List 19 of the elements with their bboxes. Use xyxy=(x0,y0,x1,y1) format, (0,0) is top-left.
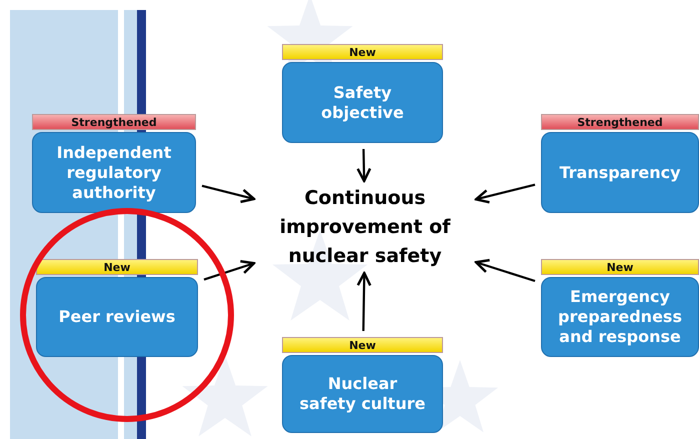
status-tag: New xyxy=(541,259,699,275)
process-box: Transparency xyxy=(541,132,699,213)
process-box: Peer reviews xyxy=(36,277,198,357)
status-tag: New xyxy=(282,337,443,353)
arrow xyxy=(356,272,372,332)
process-box: Emergency preparedness and response xyxy=(541,277,699,357)
arrow xyxy=(202,184,256,204)
status-tag: New xyxy=(282,44,443,60)
arrow xyxy=(204,260,256,281)
status-tag: New xyxy=(36,259,198,275)
process-box: Safety objective xyxy=(282,62,443,143)
arrow xyxy=(356,148,372,182)
arrow xyxy=(474,258,536,282)
goal-text: Continuous improvement of nuclear safety xyxy=(256,183,474,271)
arrow xyxy=(474,184,536,204)
process-box: Nuclear safety culture xyxy=(282,355,443,433)
status-tag: Strengthened xyxy=(541,114,699,130)
status-tag: Strengthened xyxy=(32,114,196,130)
process-box: Independent regulatory authority xyxy=(32,132,196,213)
